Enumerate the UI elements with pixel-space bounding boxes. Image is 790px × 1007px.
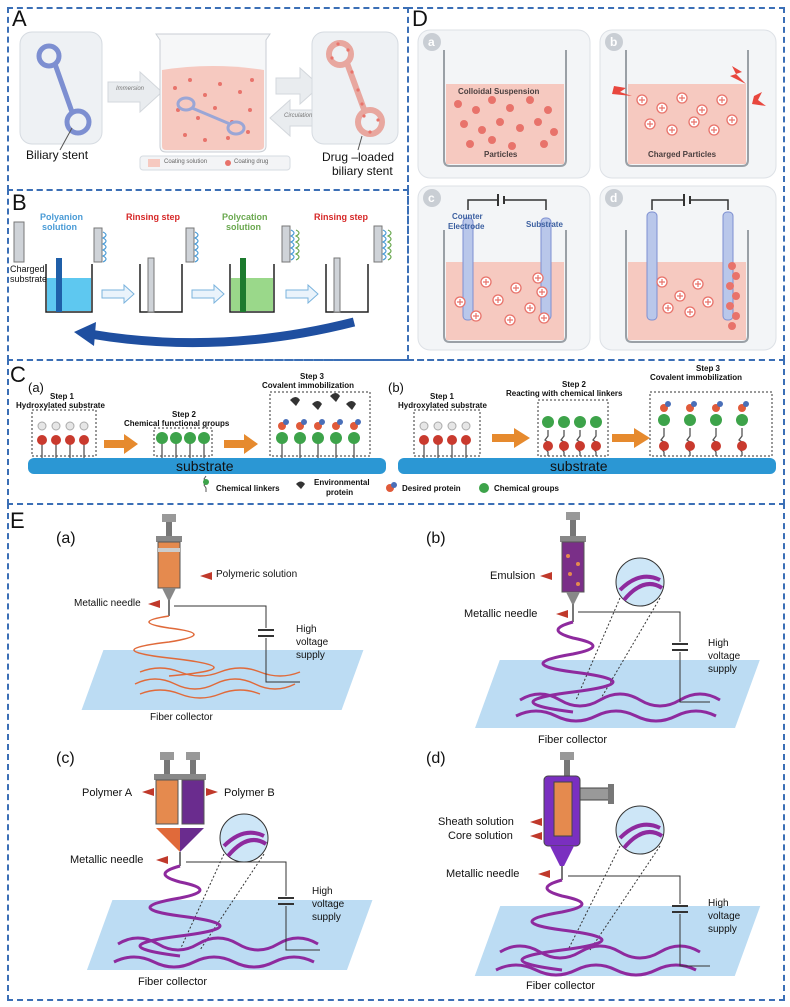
panel-e-letter: E xyxy=(10,508,25,533)
supply-label-a: supply xyxy=(296,650,325,661)
high-label-b: High xyxy=(708,638,729,649)
charged-particles-label: Charged Particles xyxy=(648,150,717,159)
panel-a-letter: A xyxy=(12,6,27,31)
e-b-tag: (b) xyxy=(426,530,446,547)
substrate-label-b: substrate xyxy=(550,458,608,474)
metallic-needle-label-c: Metallic needle xyxy=(70,854,144,866)
c-a-step2-1: Step 2 xyxy=(172,410,197,419)
high-label-a: High xyxy=(296,624,317,635)
legend-environmental-2: protein xyxy=(326,488,354,497)
panel-d-letter: D xyxy=(412,6,428,31)
card-d-letter: d xyxy=(610,191,618,205)
legend-desired-protein: Desired protein xyxy=(402,484,461,493)
core-solution-label: Core solution xyxy=(448,830,513,842)
legend-environmental-1: Environmental xyxy=(314,478,370,487)
voltage-label-c: voltage xyxy=(312,899,345,910)
polymer-b-label: Polymer B xyxy=(224,787,275,799)
c-b-step2-1: Step 2 xyxy=(562,380,587,389)
c-b-step3-2: Covalent immobilization xyxy=(650,373,743,382)
metallic-needle-label-b: Metallic needle xyxy=(464,608,538,620)
voltage-label-a: voltage xyxy=(296,637,329,648)
fiber-collector-label-a: Fiber collector xyxy=(150,712,213,723)
polyanion-label-2: solution xyxy=(42,222,77,232)
fiber-collector-label-d: Fiber collector xyxy=(526,980,596,992)
card-c-letter: c xyxy=(428,191,435,205)
panel-e-border xyxy=(7,503,785,1001)
charged-label-2: substrate xyxy=(10,274,48,284)
emulsion-label: Emulsion xyxy=(490,570,536,582)
supply-label-d: supply xyxy=(708,924,737,935)
c-b-step1-1: Step 1 xyxy=(430,392,455,401)
c-a-step3-2: Covalent immobilization xyxy=(262,381,355,390)
supply-label-b: supply xyxy=(708,664,737,675)
sheath-solution-label: Sheath solution xyxy=(438,816,514,828)
e-a-tag: (a) xyxy=(56,530,76,547)
c-a-tag: (a) xyxy=(28,380,44,395)
fiber-collector-label-b: Fiber collector xyxy=(538,734,608,746)
high-label-d: High xyxy=(708,898,729,909)
rinsing-label-1: Rinsing step xyxy=(126,212,181,222)
circulation-label: Circulation xyxy=(284,113,313,119)
voltage-label-d: voltage xyxy=(708,911,741,922)
panel-b-letter: B xyxy=(12,190,27,215)
legend-coating-solution: Coating solution xyxy=(164,159,208,165)
c-b-step3-1: Step 3 xyxy=(696,364,721,373)
counter-label-2: Electrode xyxy=(448,222,485,231)
colloidal-label: Colloidal Suspension xyxy=(458,87,540,96)
polyanion-label-1: Polyanion xyxy=(40,212,84,222)
metallic-needle-label-d: Metallic needle xyxy=(446,868,520,880)
voltage-label-b: voltage xyxy=(708,651,741,662)
charged-particles-c xyxy=(446,268,564,334)
high-label-c: High xyxy=(312,886,333,897)
substrate-label-d: Substrate xyxy=(526,220,563,229)
legend-chemical-linkers: Chemical linkers xyxy=(216,484,280,493)
card-a-letter: a xyxy=(428,35,435,49)
c-b-step1-2: Hydroxylated substrate xyxy=(398,401,487,410)
charged-label-1: Charged xyxy=(10,264,45,274)
substrate-label-a: substrate xyxy=(176,458,234,474)
counter-label-1: Counter xyxy=(452,212,483,221)
polycation-label-2: solution xyxy=(226,222,261,232)
card-b-letter: b xyxy=(610,35,618,49)
particles-label: Particles xyxy=(484,150,518,159)
drug-loaded-label-1: Drug –loaded xyxy=(322,150,395,164)
metallic-needle-label-a: Metallic needle xyxy=(74,598,141,609)
polymer-a-label: Polymer A xyxy=(82,787,133,799)
charged-particles-d xyxy=(628,268,718,334)
rinsing-label-2: Rinsing step xyxy=(314,212,369,222)
c-a-step3-1: Step 3 xyxy=(300,372,325,381)
charged-particles-b xyxy=(628,88,746,148)
e-c-tag: (c) xyxy=(56,750,75,767)
supply-label-c: supply xyxy=(312,912,341,923)
legend-coating-drug: Coating drug xyxy=(234,159,269,165)
e-d-tag: (d) xyxy=(426,750,446,767)
fiber-collector-label-c: Fiber collector xyxy=(138,976,208,988)
panel-c-letter: C xyxy=(10,362,26,387)
c-a-step1-2: Hydroxylated substrate xyxy=(16,401,105,410)
immersion-label: Immersion xyxy=(116,86,145,92)
c-b-tag: (b) xyxy=(388,380,404,395)
c-a-step1-1: Step 1 xyxy=(50,392,75,401)
polymeric-solution-label: Polymeric solution xyxy=(216,569,298,580)
polycation-label-1: Polycation xyxy=(222,212,268,222)
c-a-step2-2: Chemical functional groups xyxy=(124,419,230,428)
biliary-stent-label: Biliary stent xyxy=(26,148,89,162)
drug-loaded-label-2: biliary stent xyxy=(332,164,393,178)
legend-chemical-groups: Chemical groups xyxy=(494,484,559,493)
c-b-step2-2: Reacting with chemical linkers xyxy=(506,389,623,398)
